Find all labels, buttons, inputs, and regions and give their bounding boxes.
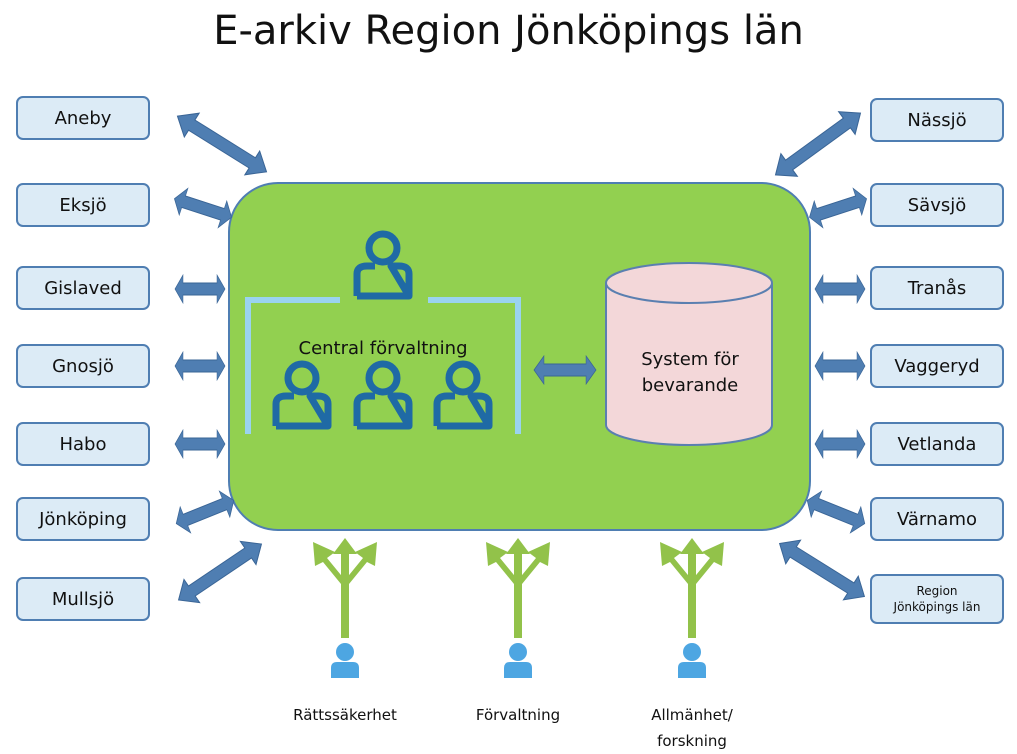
box-label: Gislaved <box>44 277 122 299</box>
database-icon <box>605 262 773 446</box>
bottom-label-allmanhet-line2: forskning <box>657 732 727 750</box>
bottom-label-forvaltning: Förvaltning <box>475 706 561 724</box>
user-icon <box>504 643 532 678</box>
box-label: Sävsjö <box>907 194 967 216</box>
box-label: Habo <box>59 433 107 455</box>
arrow-jonkoping <box>170 486 240 538</box>
municipality-box-jonkoping: Jönköping <box>16 497 150 541</box>
arrow-region <box>771 531 873 609</box>
arrow-central-to-system <box>533 355 597 385</box>
municipality-box-gnosjo: Gnosjö <box>16 344 150 388</box>
person-icon <box>357 364 409 426</box>
municipality-box-vaggeryd: Vaggeryd <box>870 344 1004 388</box>
arrow-gnosjo <box>174 351 226 381</box>
box-label: Jönköping <box>39 508 127 530</box>
region-box-line1: Region <box>916 584 958 598</box>
arrow-vaggeryd <box>814 351 866 381</box>
municipality-box-aneby: Aneby <box>16 96 150 140</box>
arrow-savsjo <box>804 184 872 232</box>
arrow-nassjo <box>766 101 870 187</box>
municipality-box-habo: Habo <box>16 422 150 466</box>
bottom-label-allmanhet: Allmänhet/ forskning <box>617 702 767 754</box>
org-bracket <box>245 297 521 434</box>
branch-arrow-icon <box>486 538 550 638</box>
branch-arrow-icon <box>313 538 377 638</box>
user-icon <box>678 643 706 678</box>
region-box-line2: Jönköpings län <box>893 600 981 614</box>
user-icon <box>331 643 359 678</box>
municipality-box-varnamo: Värnamo <box>870 497 1004 541</box>
box-label: Mullsjö <box>51 588 115 610</box>
arrow-varnamo <box>801 486 871 538</box>
municipality-box-gislaved: Gislaved <box>16 266 150 310</box>
municipality-box-eksjo: Eksjö <box>16 183 150 227</box>
bottom-label-allmanhet-line1: Allmänhet/ <box>651 706 733 724</box>
municipality-box-savsjo: Sävsjö <box>870 183 1004 227</box>
box-label: Vetlanda <box>897 433 977 455</box>
system-label: System för bevarande <box>610 347 770 399</box>
arrow-habo <box>174 429 226 459</box>
arrow-eksjo <box>169 184 237 232</box>
region-box: Region Jönköpings län <box>870 574 1004 624</box>
arrow-vetlanda <box>814 429 866 459</box>
box-label: Eksjö <box>59 194 107 216</box>
person-icon <box>276 364 328 426</box>
bottom-label-rattssakerhet: Rättssäkerhet <box>293 706 397 724</box>
municipality-box-tranas: Tranås <box>870 266 1004 310</box>
system-label-line1: System för <box>641 349 739 370</box>
box-label: Värnamo <box>896 508 977 530</box>
person-icon <box>357 234 409 296</box>
arrow-aneby <box>169 103 275 185</box>
person-icon <box>437 364 489 426</box>
municipality-box-mullsjo: Mullsjö <box>16 577 150 621</box>
box-label: Aneby <box>54 107 112 129</box>
arrow-mullsjo <box>170 531 270 613</box>
box-label: Nässjö <box>907 109 967 131</box>
municipality-box-nassjo: Nässjö <box>870 98 1004 142</box>
central-admin-label: Central förvaltning <box>298 338 468 359</box>
box-label: Gnosjö <box>52 355 114 377</box>
box-label: Vaggeryd <box>894 355 980 377</box>
arrow-gislaved <box>174 274 226 304</box>
branch-arrow-icon <box>660 538 724 638</box>
municipality-box-vetlanda: Vetlanda <box>870 422 1004 466</box>
page-title: E-arkiv Region Jönköpings län <box>213 8 804 54</box>
system-label-line2: bevarande <box>641 375 739 396</box>
arrow-tranas <box>814 274 866 304</box>
box-label: Tranås <box>907 277 967 299</box>
